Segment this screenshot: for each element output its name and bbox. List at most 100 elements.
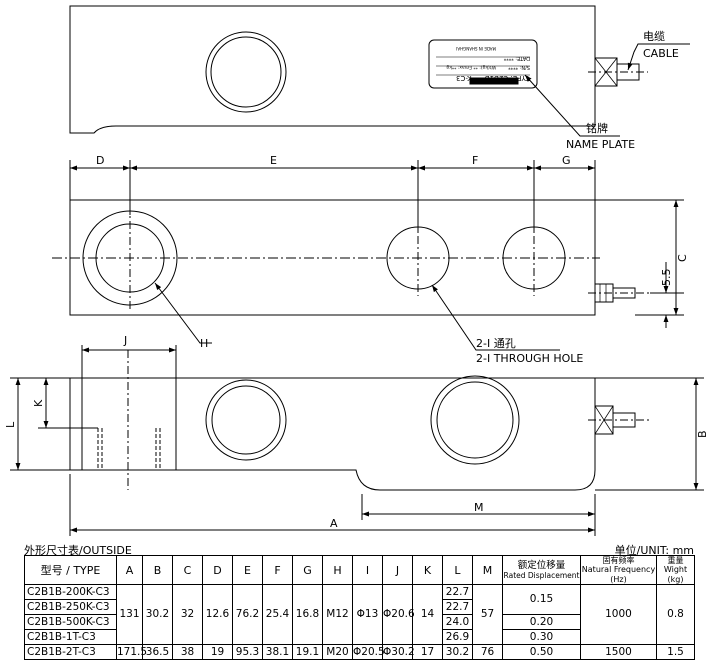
side-cable [612, 412, 636, 428]
plate-sn: S/N: **** [508, 64, 530, 70]
cell-j: Φ30.2 [382, 644, 415, 660]
th-frequency-unit: (Hz) [610, 574, 627, 584]
th-c: C [172, 555, 203, 585]
table-row: C2B1B-500K-C3 24.0 0.20 [24, 614, 695, 630]
front-cable [612, 287, 636, 299]
dim-g: G [562, 154, 571, 167]
dim-offset: 5.5 [660, 269, 673, 287]
th-weight-unit: (kg) [667, 574, 684, 584]
dim-c: C [676, 254, 689, 262]
top-view-body [69, 5, 596, 134]
side-through-hole-inner [436, 381, 514, 459]
cell-l: 30.2 [442, 644, 473, 660]
dim-j: J [123, 334, 127, 347]
th-weight-en: Wight [663, 565, 688, 575]
table-caption: 外形尺寸表/OUTSIDE [24, 544, 132, 557]
cell-displacement: 0.20 [502, 614, 581, 630]
cell-k: 17 [412, 644, 443, 660]
th-f: F [262, 555, 293, 585]
th-l: L [442, 555, 473, 585]
top-view [69, 5, 690, 137]
nameplate-label-en: NAME PLATE [566, 138, 635, 151]
dim-m: M [474, 501, 484, 514]
th-frequency-en: Natural Frequency [581, 565, 656, 575]
cell-m: 76 [472, 644, 503, 660]
th-weight-cn: 重量 [667, 556, 684, 566]
cell-displacement: 0.50 [502, 644, 581, 660]
model-cell: C2B1B-2T-C3 [24, 644, 117, 660]
cell-weight: 1.5 [656, 644, 695, 660]
thread-leader [154, 282, 212, 344]
cell-weight: 0.8 [656, 584, 695, 645]
side-hole-inner [211, 385, 281, 455]
cable-label-en: CABLE [643, 47, 679, 60]
cell-l: 22.7 [442, 584, 473, 600]
table-row: C2B1B-200K-C3 131 30.2 32 12.6 76.2 25.4… [24, 584, 695, 645]
unit-caption: 单位/UNIT: mm [614, 544, 694, 557]
dim-d: D [96, 154, 104, 167]
th-e: E [232, 555, 263, 585]
plate-date: DATE: **** [503, 55, 530, 61]
top-view-hole-outer [205, 31, 287, 113]
side-hole-outer [205, 379, 287, 461]
th-k: K [412, 555, 443, 585]
cell-c: 32 [172, 584, 203, 645]
cell-displacement: 0.30 [502, 629, 581, 645]
table-row: C2B1B-1T-C3 26.9 0.30 [24, 629, 695, 645]
cell-frequency: 1500 [580, 644, 657, 660]
cell-b: 30.2 [142, 584, 173, 645]
load-cell-drawing: TYPE: C2B1B-***K-C3 S/N: **** DATE: ****… [4, 5, 709, 536]
cell-displacement: 0.15 [502, 584, 581, 615]
cell-g: 16.8 [292, 584, 323, 645]
th-frequency: 固有频率 Natural Frequency (Hz) [580, 555, 657, 585]
th-g: G [292, 555, 323, 585]
through-hole-label-cn: 2-I 通孔 [476, 337, 516, 350]
name-plate-logo [469, 77, 519, 85]
dim-f: F [472, 154, 478, 167]
th-b: B [142, 555, 173, 585]
cable-leader [627, 43, 690, 71]
name-plate-text: TYPE: C2B1B-***K-C3 S/N: **** DATE: ****… [446, 46, 531, 82]
cell-l: 22.7 [442, 599, 473, 615]
through-hole-label-en: 2-I THROUGH HOLE [476, 352, 583, 365]
model-cell: C2B1B-200K-C3 [24, 584, 117, 600]
dim-h: H [200, 337, 208, 350]
dim-b: B [696, 430, 709, 438]
cell-d: 19 [202, 644, 233, 660]
cell-d: 12.6 [202, 584, 233, 645]
dim-l: L [4, 421, 17, 428]
plate-small-1: Wt(kg): ** Emax: **kg [446, 64, 496, 70]
cell-g: 19.1 [292, 644, 323, 660]
dimension-table: 型号 / TYPE A B C D E F G H I J K L M 额定位移… [24, 555, 695, 660]
th-a: A [116, 555, 143, 585]
cell-h: M20 [322, 644, 353, 660]
th-frequency-cn: 固有频率 [602, 556, 635, 566]
model-cell: C2B1B-500K-C3 [24, 614, 117, 630]
th-d: D [202, 555, 233, 585]
through-hole-leader [431, 284, 560, 351]
cell-e: 76.2 [232, 584, 263, 645]
cell-f: 25.4 [262, 584, 293, 645]
cell-i: Φ13 [352, 584, 383, 645]
cell-a: 171.5 [116, 644, 148, 660]
dim-e: E [270, 154, 277, 167]
table-header-row: 型号 / TYPE A B C D E F G H I J K L M 额定位移… [24, 555, 695, 585]
th-j: J [382, 555, 413, 585]
cell-c: 38 [172, 644, 203, 660]
cell-a: 131 [116, 584, 143, 645]
cell-f: 38.1 [262, 644, 293, 660]
th-displacement-cn: 额定位移量 [517, 559, 566, 571]
side-through-hole-outer [430, 375, 520, 465]
cell-i: Φ20.5 [352, 644, 385, 660]
plate-type: TYPE: C2B1B-***K-C3 [456, 74, 531, 82]
cell-h: M12 [322, 584, 353, 645]
side-view-body [69, 377, 596, 491]
th-h: H [322, 555, 353, 585]
cell-j: Φ20.6 [382, 584, 415, 645]
th-i: I [352, 555, 383, 585]
dim-a: A [330, 517, 338, 530]
front-view [52, 199, 684, 351]
table-row: C2B1B-2T-C3 171.5 36.5 38 19 95.3 38.1 1… [24, 644, 695, 660]
model-cell: C2B1B-250K-C3 [24, 599, 117, 615]
table-row: C2B1B-250K-C3 22.7 [24, 599, 695, 615]
